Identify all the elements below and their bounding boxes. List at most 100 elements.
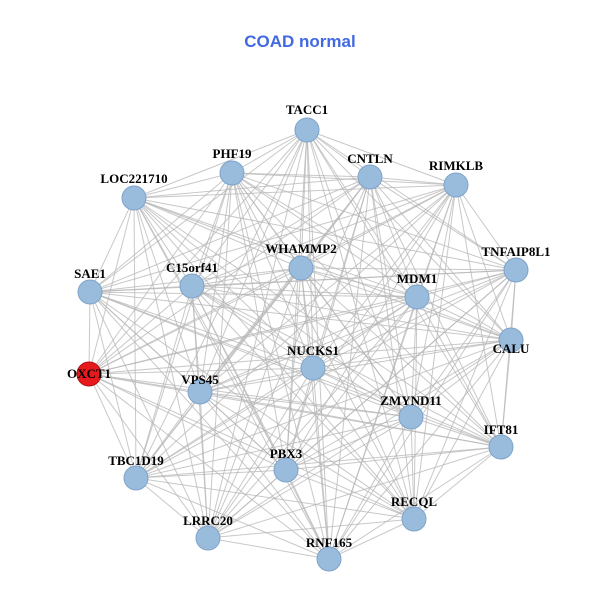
node-tbc1d19 [123,465,149,491]
edge [410,184,457,418]
node-label-tbc1d19: TBC1D19 [108,453,164,468]
edge [88,373,209,539]
edge [89,197,135,293]
node-nucks1 [300,355,326,381]
edge [410,339,512,418]
edge [413,446,502,520]
edge [191,172,233,287]
edge [199,391,415,520]
edge [135,477,209,539]
node-label-pbx3: PBX3 [270,446,303,461]
edge [135,296,418,479]
node-label-mdm1: MDM1 [397,271,437,286]
edge [455,184,517,271]
edge [199,391,209,539]
edge [89,285,193,293]
node-vps45 [187,379,213,405]
node-oxct1 [76,361,102,387]
edge [191,285,512,341]
edge [413,269,517,520]
edge [133,197,512,341]
node-layer [76,117,529,572]
node-label-whammp2: WHAMMP2 [265,241,336,256]
edge [135,267,302,479]
edge [312,339,512,369]
edge [455,184,512,341]
edge [133,172,233,199]
edge [328,446,502,560]
edge [231,172,517,271]
edge [88,373,137,479]
edge [135,446,502,479]
edge [312,367,415,520]
edge [191,267,302,287]
edge [88,373,330,560]
edge [207,416,412,539]
edge [88,373,412,418]
edge [207,469,287,539]
edge-layer [88,129,517,560]
edge [231,172,502,448]
edge [88,367,314,375]
edge [88,373,415,520]
node-c15orf41 [179,273,205,299]
edge [88,176,371,375]
node-tacc1 [294,117,320,143]
edge [369,176,415,520]
edge [191,285,330,560]
edge [285,184,457,471]
edge [199,339,512,393]
edge [135,477,330,560]
node-loc221710 [121,185,147,211]
node-label-phf19: PHF19 [213,146,252,161]
node-label-zmynd11: ZMYND11 [380,393,441,408]
edge [207,184,457,539]
edge [89,291,502,448]
edge [207,367,314,539]
edge [300,267,415,520]
edge [207,446,502,539]
edge [133,197,517,271]
edge [89,291,330,560]
node-label-loc221710: LOC221710 [100,171,167,186]
edge [312,296,418,369]
edge [133,197,418,298]
edge [285,296,418,471]
edge [133,197,302,269]
edge [135,416,412,479]
edge [231,172,512,341]
edge [328,296,418,560]
node-label-nucks1: NUCKS1 [287,343,339,358]
edge [133,197,209,539]
edge [312,367,412,418]
edge [285,129,308,471]
node-label-c15orf41: C15orf41 [166,260,218,275]
edge [199,296,418,393]
chart-title: COAD normal [244,32,355,51]
edge [199,391,412,418]
edge [410,416,502,448]
node-label-oxct1: OXCT1 [67,366,111,381]
edge [500,339,512,448]
edge [89,269,517,293]
edge [89,291,314,369]
node-label-rimklb: RIMKLB [429,158,484,173]
edge [89,291,418,298]
edge [88,269,517,375]
edge [285,469,415,520]
edge [231,129,308,174]
edge [306,129,314,369]
edge [89,291,512,341]
edge [285,339,512,471]
node-rimklb [443,172,469,198]
edge [369,176,418,298]
edge [369,176,512,341]
edge [413,184,457,520]
node-label-cntln: CNTLN [347,151,393,166]
node-zmynd11 [398,404,424,430]
edge [88,296,418,375]
edge [306,129,371,178]
edge [199,184,457,393]
edge [285,176,371,471]
edge [300,267,502,448]
